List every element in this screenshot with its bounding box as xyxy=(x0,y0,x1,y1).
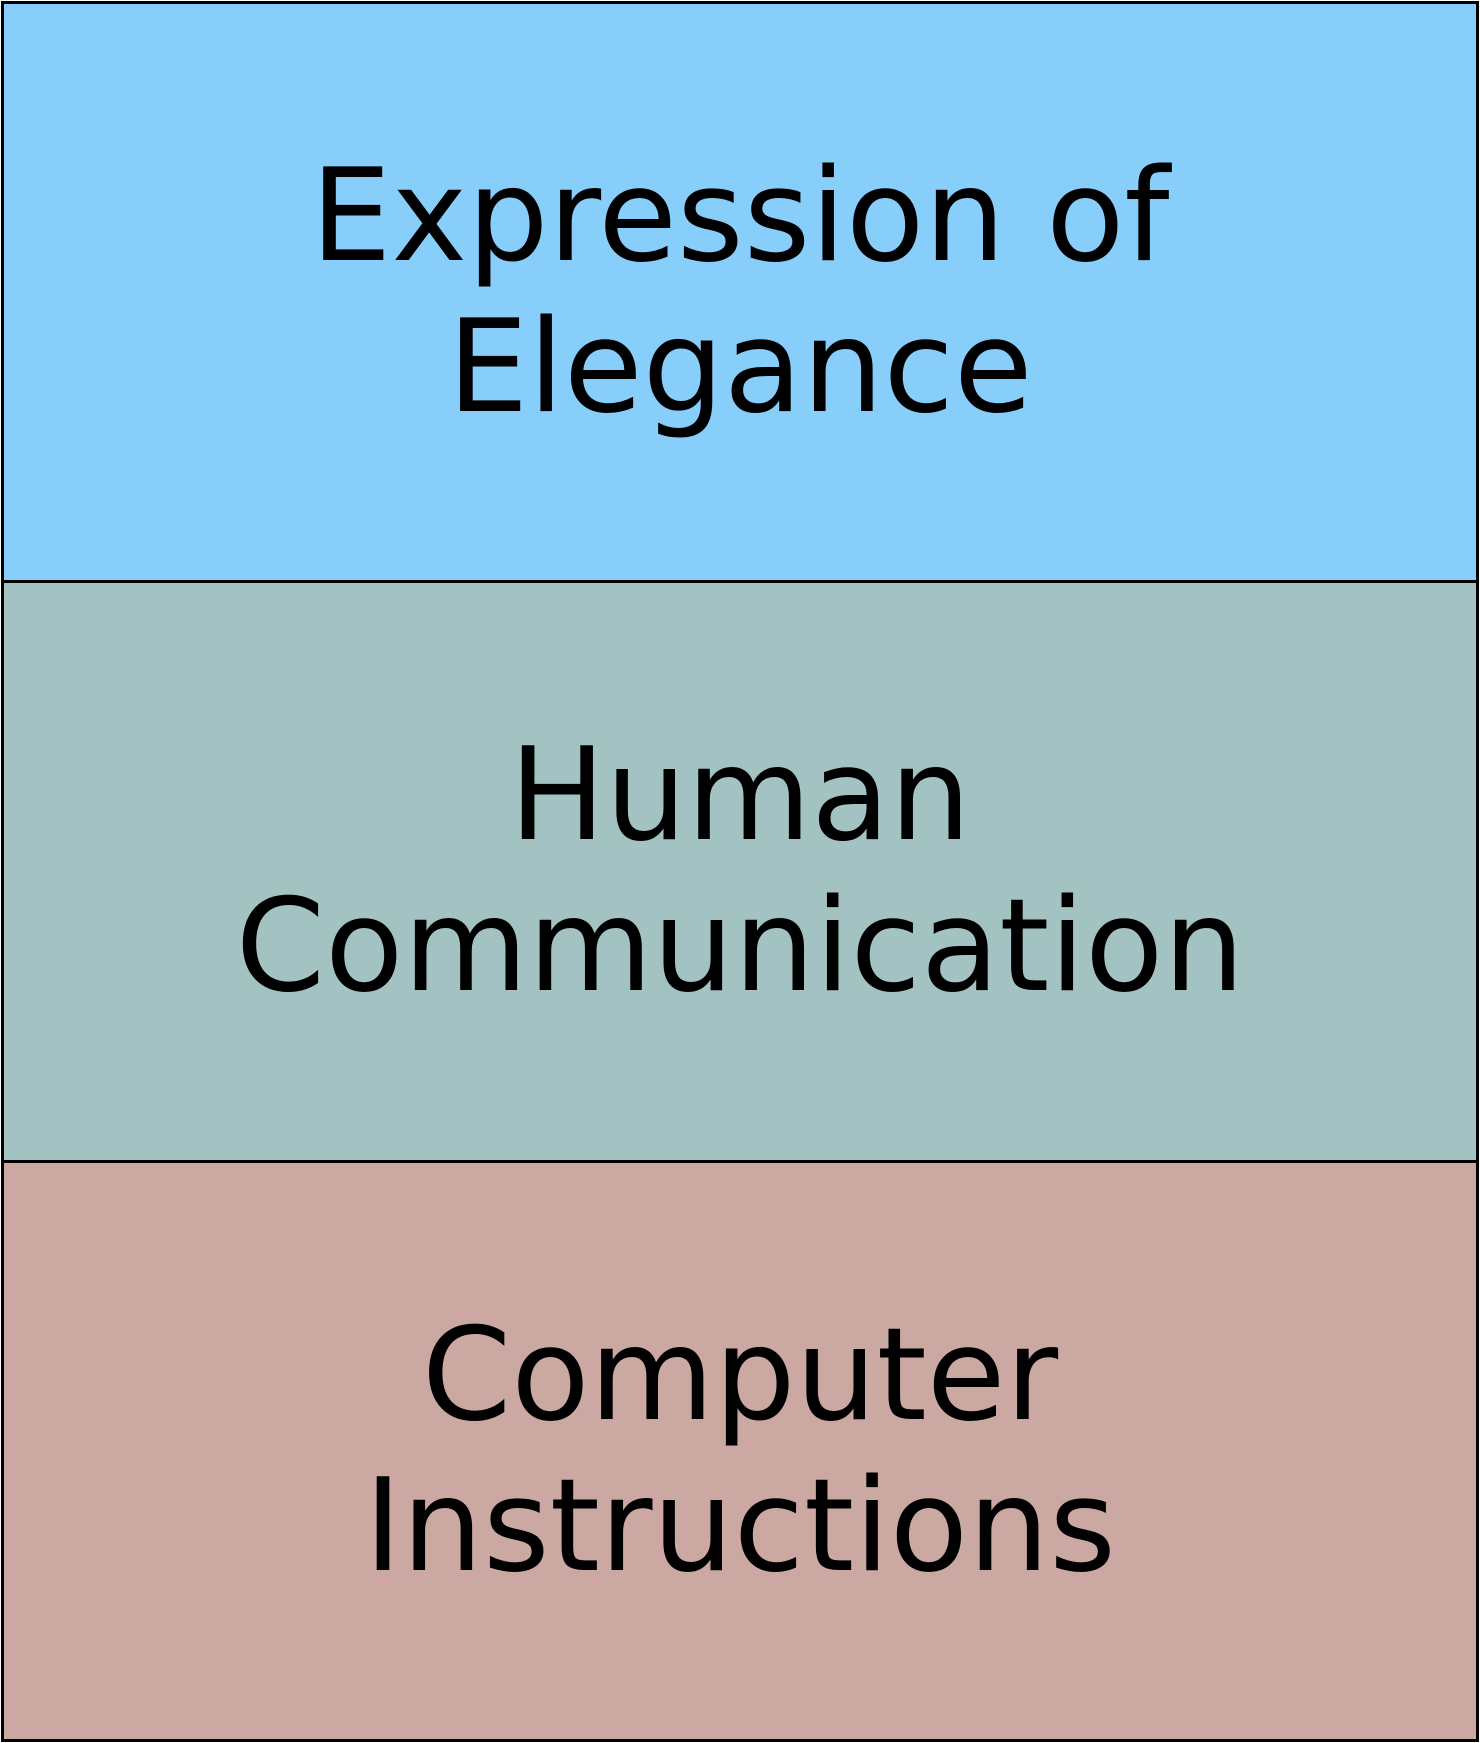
layer-computer-instructions: Computer Instructions xyxy=(4,1159,1476,1739)
layer-label: Human Communication xyxy=(235,721,1245,1022)
layer-human-communication: Human Communication xyxy=(4,580,1476,1160)
layer-label: Expression of Elegance xyxy=(310,142,1170,443)
layer-expression-of-elegance: Expression of Elegance xyxy=(4,4,1476,581)
layer-label: Computer Instructions xyxy=(364,1300,1116,1601)
